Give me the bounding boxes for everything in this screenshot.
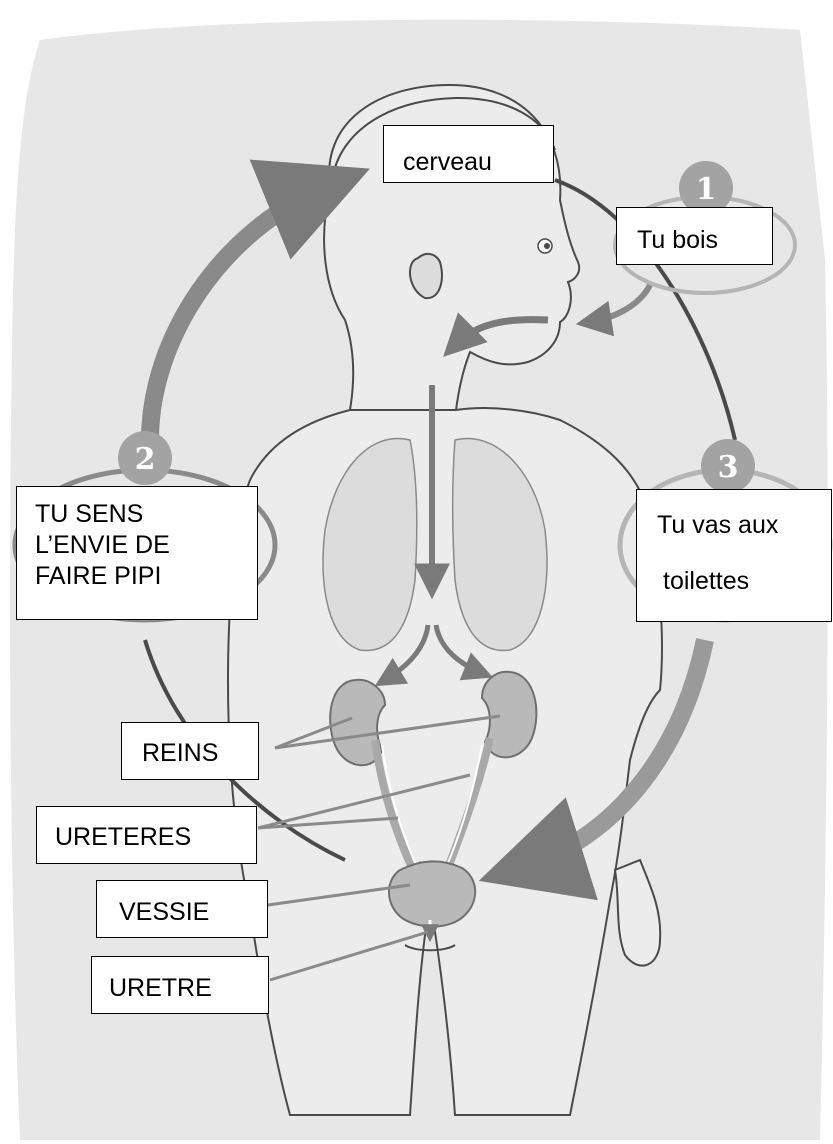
label-envie-pipi-line-1: TU SENS (35, 499, 257, 530)
label-cerveau-text: cerveau (403, 147, 553, 177)
label-vessie-text: VESSIE (119, 897, 267, 927)
label-tu-bois-text: Tu bois (637, 225, 772, 255)
label-uretre-text: URETRE (109, 973, 268, 1003)
label-toilettes: Tu vas aux toilettes (636, 489, 832, 622)
step-3-number: 3 (718, 450, 739, 485)
label-reins-text: REINS (142, 738, 258, 768)
label-reins: REINS (121, 722, 259, 780)
label-envie-pipi-line-3: FAIRE PIPI (35, 561, 257, 592)
label-envie-pipi: TU SENS L’ENVIE DE FAIRE PIPI (16, 486, 258, 620)
label-ureteres: URETERES (36, 806, 257, 864)
bladder (389, 861, 475, 926)
child-pupil (544, 243, 550, 249)
label-ureteres-text: URETERES (55, 822, 256, 852)
step-1-number: 1 (696, 172, 717, 207)
label-tu-bois: Tu bois (616, 207, 773, 265)
label-cerveau: cerveau (383, 125, 554, 183)
label-toilettes-line-2: toilettes (657, 566, 831, 596)
label-envie-pipi-line-2: L’ENVIE DE (35, 530, 257, 561)
label-toilettes-line-1: Tu vas aux (657, 510, 831, 540)
step-2-number: 2 (135, 442, 156, 477)
label-uretre: URETRE (91, 956, 269, 1014)
label-vessie: VESSIE (96, 880, 268, 938)
